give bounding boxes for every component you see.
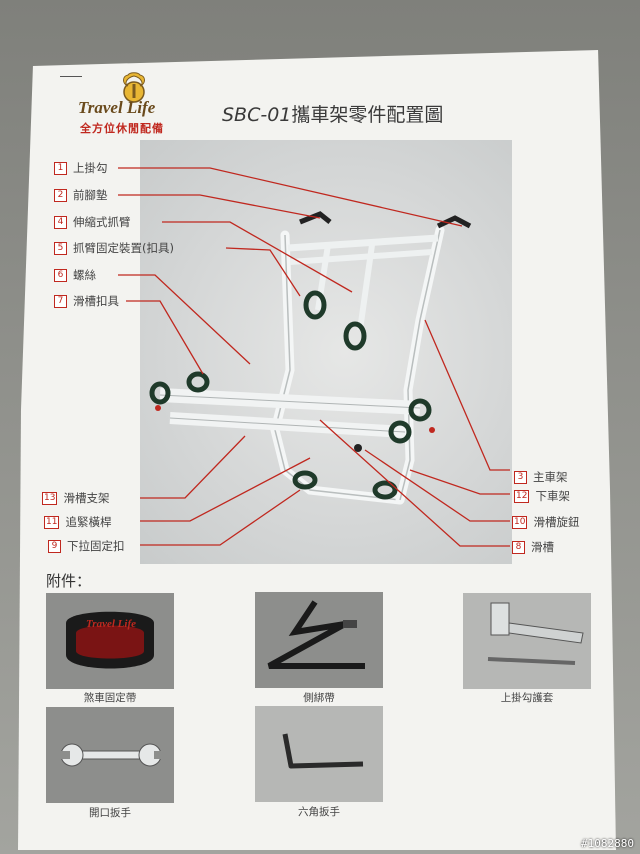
accessory-caption: 六角扳手	[298, 806, 340, 818]
accessory-hex-key-photo	[255, 706, 383, 802]
accessory-brake-strap-photo: Travel Life	[46, 593, 174, 689]
accessory-caption: 開口扳手	[89, 807, 131, 819]
part-label-8: 8 滑槽	[512, 539, 554, 555]
leader-lines	[118, 167, 510, 547]
part-label-4: 4 伸縮式抓臂	[54, 214, 131, 230]
part-number: 7	[54, 294, 67, 308]
part-number: 10	[512, 515, 528, 529]
brake-strap-icon: Travel Life	[66, 611, 154, 669]
part-label-7: 7 滑槽扣具	[54, 293, 119, 309]
part-number: 12	[514, 489, 530, 503]
strap-brand-text: Travel Life	[86, 618, 136, 630]
part-number: 3	[514, 470, 527, 484]
part-name: 伸縮式抓臂	[73, 215, 131, 229]
part-name: 滑槽旋鈕	[533, 515, 580, 529]
part-name: 主車架	[533, 470, 568, 484]
part-name: 前腳墊	[73, 188, 108, 202]
brand-slogan: 全方位休閒配備	[80, 122, 164, 135]
part-number: 6	[54, 268, 67, 282]
brand-logo: Travel Life 全方位休閒配備	[74, 72, 194, 142]
tree-emblem-icon	[123, 72, 145, 103]
part-number: 8	[512, 540, 525, 554]
part-number: 2	[54, 188, 67, 202]
part-number: 13	[42, 491, 58, 505]
part-label-6: 6 螺絲	[54, 267, 96, 283]
image-id-watermark: #1082880	[581, 837, 634, 850]
part-number: 4	[54, 215, 67, 229]
title-text: 攜車架零件配置圖	[291, 104, 444, 126]
hook-cover-icon	[487, 602, 584, 665]
part-number: 5	[54, 241, 67, 255]
part-label-11: 11 追緊橫桿	[44, 514, 111, 530]
model-code: SBC-01	[222, 104, 292, 126]
accessory-open-wrench-photo	[46, 707, 174, 803]
part-label-9: 9 下拉固定扣	[48, 538, 125, 554]
part-name: 追緊橫桿	[65, 515, 112, 529]
accessory-caption: 側綁帶	[303, 692, 335, 704]
open-wrench-icon	[60, 743, 164, 767]
part-number: 1	[54, 161, 67, 175]
part-name: 上掛勾	[73, 161, 108, 175]
part-label-12: 12 下車架	[514, 488, 570, 504]
part-name: 滑槽支架	[63, 491, 110, 505]
part-name: 螺絲	[73, 268, 96, 282]
accessory-hook-cover-photo	[463, 593, 591, 689]
bike-rack-illustration	[149, 211, 472, 505]
accessory-side-strap-photo	[255, 592, 383, 688]
part-name: 抓臂固定裝置(扣具)	[73, 241, 174, 255]
part-label-13: 13 滑槽支架	[42, 490, 109, 506]
brand-name: Travel Life	[78, 98, 156, 117]
side-strap-icon	[267, 600, 365, 669]
part-name: 下拉固定扣	[67, 539, 125, 553]
accessories-heading: 附件：	[46, 572, 92, 590]
part-label-1: 1 上掛勾	[54, 160, 108, 176]
part-number: 9	[48, 539, 61, 553]
part-label-3: 3 主車架	[514, 469, 568, 485]
part-number: 11	[44, 515, 60, 529]
part-label-2: 2 前腳墊	[54, 187, 108, 203]
part-name: 滑槽	[531, 540, 554, 554]
part-name: 下車架	[535, 489, 570, 503]
page-title: SBC-01攜車架零件配置圖	[222, 100, 443, 127]
accessory-caption: 上掛勾護套	[500, 692, 554, 704]
part-label-5: 5 抓臂固定裝置(扣具)	[54, 240, 174, 256]
hex-key-icon	[282, 733, 364, 769]
accessory-caption: 煞車固定帶	[83, 692, 137, 704]
part-label-10: 10 滑槽旋鈕	[512, 514, 579, 530]
part-name: 滑槽扣具	[73, 294, 119, 308]
corner-mark	[60, 76, 82, 77]
